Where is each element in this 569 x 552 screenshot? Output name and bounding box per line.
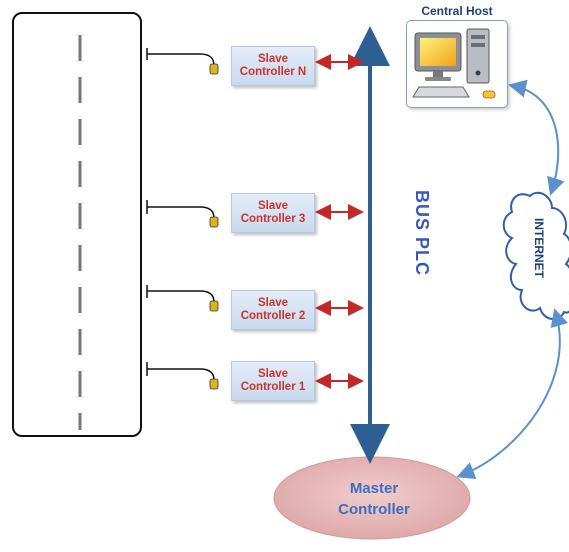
sensor-icon <box>209 216 219 228</box>
slave-controller-1: Slave Controller 1 <box>231 361 315 401</box>
master-label-line1: Master <box>349 480 399 497</box>
sensor-cable-3 <box>146 200 219 228</box>
central-host-title: Central Host <box>421 4 493 18</box>
master-controller-label: Master Controller <box>276 478 472 520</box>
sensor-cable-n <box>146 48 219 75</box>
slave-label-line1: Slave <box>257 297 289 309</box>
sensor-icon <box>209 300 219 312</box>
internet-master-link <box>456 308 568 479</box>
internet-label: INTERNET <box>532 218 546 278</box>
road-outline <box>12 12 142 437</box>
slave-controller-2: Slave Controller 2 <box>231 290 315 330</box>
slave-controller-3: Slave Controller 3 <box>231 193 315 233</box>
computer-icon <box>412 28 496 99</box>
slave-label-line2: Controller 1 <box>240 381 306 393</box>
slave-label-line1: Slave <box>257 368 289 380</box>
slave-label-line1: Slave <box>257 200 289 212</box>
sensor-icon <box>209 63 219 75</box>
slave-controller-n: Slave Controller N <box>231 46 315 86</box>
central-host <box>406 20 508 108</box>
slave-label-line2: Controller 2 <box>240 310 306 322</box>
sensor-cable-2 <box>146 285 219 312</box>
slave-label-line2: Controller 3 <box>240 213 306 225</box>
slave-label-line1: Slave <box>257 53 289 65</box>
host-internet-link <box>508 79 565 196</box>
sensor-icon <box>209 378 219 390</box>
bus-plc-label: BUS PLC <box>412 190 432 277</box>
master-label-line2: Controller <box>338 501 410 518</box>
sensor-cable-1 <box>146 362 219 390</box>
slave-label-line2: Controller N <box>239 66 307 78</box>
